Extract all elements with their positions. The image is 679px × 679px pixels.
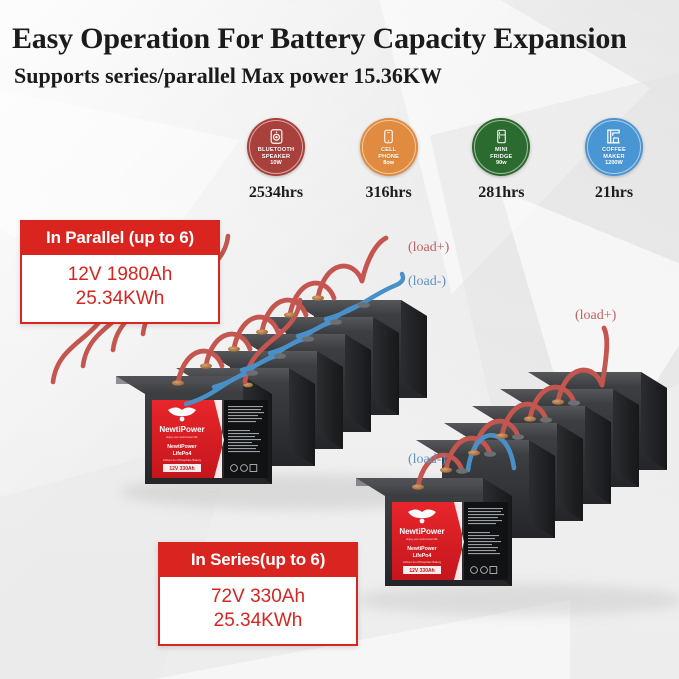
parallel-load-negative-label: (load-)	[408, 274, 447, 289]
badge-circle: COFFEE MAKER 1200W	[584, 118, 643, 176]
series-load-negative-label: (load-)	[408, 452, 447, 467]
appliance-badge-cell-phone: CELL PHONE 8ow 316hrs	[343, 118, 435, 218]
appliance-badge-coffee-maker: COFFEE MAKER 1200W 21hrs	[568, 118, 660, 218]
parallel-spec-line1: 12V 1980Ah	[67, 264, 173, 285]
badge-circle: BLUETOOTH SPEAKER 10W	[247, 118, 305, 176]
appliance-name-line1: BLUETOOTH	[257, 146, 295, 153]
parallel-callout-heading: In Parallel (up to 6)	[22, 222, 218, 255]
battery-chemistry: Lithium Iron Phosphate Battery	[163, 458, 202, 462]
appliance-badge-mini-fridge: MINI FRIDGE 90w 281hrs	[455, 118, 547, 218]
battery-product-line2: LifePo4	[173, 451, 192, 457]
appliance-wattage: 90w	[496, 160, 507, 167]
appliance-name-line2: MAKER	[603, 153, 625, 160]
svg-text:Enjoy your environment life: Enjoy your environment life	[166, 435, 198, 439]
stack-shadow	[355, 584, 679, 616]
parallel-callout-body: 12V 1980Ah 25.34KWh	[22, 255, 218, 322]
appliance-name-line2: FRIDGE	[490, 153, 513, 160]
certification-icons	[470, 566, 498, 574]
page-subtitle: Supports series/parallel Max power 15.36…	[14, 63, 442, 88]
page-title: Easy Operation For Battery Capacity Expa…	[12, 22, 627, 55]
parallel-callout: In Parallel (up to 6) 12V 1980Ah 25.34KW…	[20, 220, 220, 324]
appliance-name-line1: COFFEE	[602, 146, 626, 153]
parallel-battery-stack: NewtiPower Enjoy your environment life N…	[50, 233, 427, 484]
series-spec-line2: 25.34KWh	[213, 610, 303, 632]
battery-brand: NewtiPower	[399, 527, 444, 536]
series-callout-heading: In Series(up to 6)	[160, 544, 356, 577]
series-load-positive-label: (load+)	[575, 308, 617, 323]
appliance-name-line1: CELL	[380, 146, 397, 153]
battery-unit-front: NewtiPower Enjoy your environment life N…	[116, 376, 272, 484]
appliance-wattage: 10W	[270, 160, 282, 167]
appliance-badge-bluetooth-speaker: BLUETOOTH SPEAKER 10W 2534hrs	[230, 118, 322, 218]
series-callout: In Series(up to 6) 72V 330Ah 25.34KWh	[158, 542, 358, 646]
battery-spec-panel	[224, 400, 268, 478]
battery-brand: NewtiPower	[159, 425, 204, 434]
series-positive-cables	[415, 325, 610, 489]
badge-circle: MINI FRIDGE 90w	[472, 118, 531, 176]
appliance-runtime: 316hrs	[365, 184, 412, 201]
series-terminals	[412, 399, 580, 490]
battery-chemistry: Lithium Iron Phosphate Battery	[403, 560, 442, 564]
appliance-name-line2: SPEAKER	[261, 153, 291, 160]
appliance-runtime: 281hrs	[478, 184, 525, 201]
appliance-wattage: 1200W	[605, 160, 623, 167]
parallel-terminals	[172, 295, 370, 386]
badge-circle: CELL PHONE 8ow	[359, 118, 418, 176]
series-negative-cable	[465, 432, 517, 473]
battery-label: NewtiPower Enjoy your environment life N…	[392, 502, 464, 580]
series-spec-line1: 72V 330Ah	[210, 586, 306, 607]
appliance-runtime: 2534hrs	[248, 184, 304, 201]
battery-rating: 12V 330Ah	[409, 568, 434, 574]
appliance-runtime: 21hrs	[594, 184, 634, 201]
parallel-negative-cables	[183, 271, 406, 407]
appliance-name-line2: PHONE	[378, 153, 400, 160]
parallel-load-positive-label: (load+)	[408, 240, 450, 255]
battery-product-line2: LifePo4	[413, 553, 432, 559]
parallel-spec-line2: 25.34KWh	[75, 288, 165, 310]
battery-product-line1: NewtiPower	[167, 444, 196, 450]
battery-unit-front: NewtiPower Enjoy your environment life N…	[356, 478, 512, 586]
svg-text:Enjoy your environment life: Enjoy your environment life	[406, 537, 438, 541]
battery-label: NewtiPower Enjoy your environment life N…	[152, 400, 224, 478]
series-callout-body: 72V 330Ah 25.34KWh	[160, 577, 356, 644]
appliance-badge-row: BLUETOOTH SPEAKER 10W 2534hrs CELL PHONE…	[230, 118, 660, 218]
battery-spec-panel	[464, 502, 508, 580]
battery-product-line1: NewtiPower	[407, 546, 436, 552]
battery-rating: 12V 330Ah	[169, 466, 194, 472]
parallel-positive-cables	[175, 235, 389, 385]
certification-icons	[230, 464, 258, 472]
appliance-name-line1: MINI	[495, 146, 508, 153]
series-battery-stack: NewtiPower Enjoy your environment life N…	[356, 325, 667, 586]
appliance-wattage: 8ow	[383, 160, 395, 167]
